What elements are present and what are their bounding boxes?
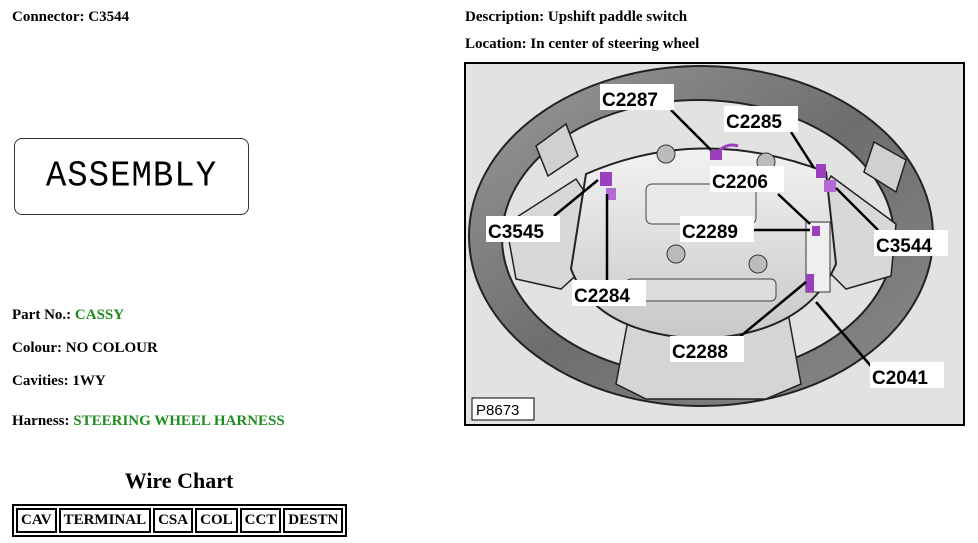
- hub-boss-lower-left: [666, 244, 686, 264]
- location-value: In center of steering wheel: [530, 36, 700, 52]
- callout-c3545: C3545: [488, 222, 544, 243]
- hub-boss-lower-right: [748, 254, 768, 274]
- column-header-cct: CCT: [239, 508, 282, 533]
- cavities-label: Cavities:: [12, 373, 69, 389]
- leader-c2287: [670, 109, 712, 151]
- part-number-value[interactable]: CASSY: [74, 307, 125, 323]
- callout-c2287: C2287: [602, 90, 658, 111]
- connector-label: Connector:: [12, 9, 85, 25]
- location-label: Location:: [465, 36, 527, 52]
- cavities-value: 1WY: [72, 373, 106, 389]
- wire-chart-table: CAV TERMINAL CSA COL CCT DESTN: [12, 504, 348, 537]
- wire-chart-header-row: CAV TERMINAL CSA COL CCT DESTN: [16, 508, 344, 533]
- figure-id-box: [471, 397, 535, 421]
- steering-wheel-illustration: C2287 C2285 C2206 C3545 C2289 C3544 C228…: [468, 65, 948, 421]
- cavities-line: Cavities: 1WY: [12, 373, 106, 390]
- column-header-cav: CAV: [16, 508, 57, 533]
- callout-c2284: C2284: [574, 286, 630, 307]
- location-line: Location: In center of steering wheel: [465, 36, 699, 53]
- connector-c2285: [816, 164, 826, 178]
- wire-chart-title: Wire Chart: [124, 468, 234, 493]
- connector-c3545: [600, 172, 612, 186]
- leader-c3544: [835, 187, 879, 231]
- connector-face-image: ASSEMBLY: [14, 138, 249, 215]
- connector-c2284: [606, 188, 616, 200]
- connector-c2287: [710, 150, 722, 160]
- column-header-destn: DESTN: [283, 508, 344, 533]
- colour-value: NO COLOUR: [65, 340, 158, 356]
- description-value: Upshift paddle switch: [547, 9, 688, 25]
- column-header-col: COL: [195, 508, 238, 533]
- callout-c2285: C2285: [726, 112, 782, 133]
- leader-c2285: [789, 131, 816, 169]
- callout-c2288: C2288: [672, 342, 728, 363]
- left-paddle: [535, 122, 579, 178]
- leader-c3545: [553, 179, 599, 217]
- steering-wheel-diagram: C2287 C2285 C2206 C3545 C2289 C3544 C228…: [464, 62, 965, 426]
- part-number-line: Part No.: CASSY: [12, 307, 124, 324]
- harness-value[interactable]: STEERING WHEEL HARNESS: [73, 413, 285, 429]
- leader-lines: [553, 109, 879, 373]
- hub-bracket-lower: [625, 278, 777, 302]
- column-header-csa: CSA: [153, 508, 194, 533]
- right-paddle: [863, 140, 907, 194]
- description-line: Description: Upshift paddle switch: [465, 9, 687, 26]
- figure-id: P8673: [476, 402, 519, 419]
- assembly-text: ASSEMBLY: [45, 156, 218, 197]
- part-number-label: Part No.:: [12, 307, 72, 323]
- leader-c2288: [735, 281, 807, 341]
- callout-c3544: C3544: [876, 236, 932, 257]
- connector-c2289: [812, 226, 820, 236]
- colour-line: Colour: NO COLOUR: [12, 340, 158, 357]
- callout-c2289: C2289: [682, 222, 738, 243]
- description-label: Description:: [465, 9, 545, 25]
- hub-boss-left: [656, 144, 676, 164]
- colour-label: Colour:: [12, 340, 62, 356]
- harness-label: Harness:: [12, 413, 70, 429]
- harness-line: Harness: STEERING WHEEL HARNESS: [12, 413, 285, 430]
- connector-value: C3544: [88, 9, 130, 25]
- connector-line: Connector: C3544: [12, 9, 129, 26]
- callout-c2206: C2206: [712, 172, 768, 193]
- callout-labels: C2287 C2285 C2206 C3545 C2289 C3544 C228…: [486, 84, 948, 389]
- connector-c2288: [806, 274, 814, 292]
- callout-c2041: C2041: [872, 368, 928, 389]
- connector-c3544: [824, 180, 836, 192]
- leader-c2206: [777, 193, 811, 225]
- leader-c2041: [815, 301, 877, 373]
- column-header-terminal: TERMINAL: [58, 508, 152, 533]
